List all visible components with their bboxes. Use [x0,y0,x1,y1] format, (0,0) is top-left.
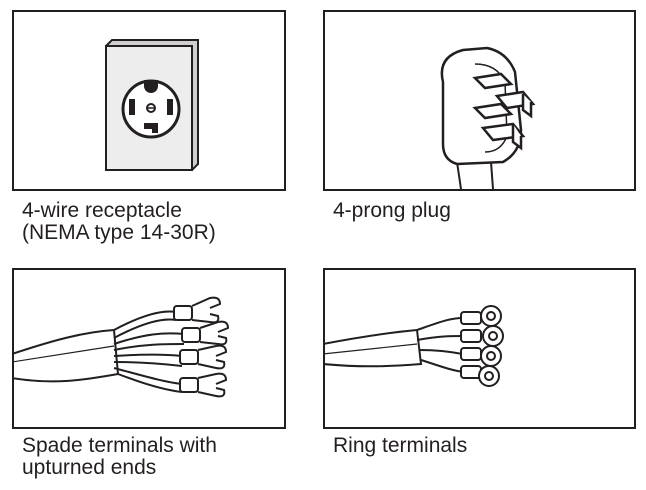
ring-panel [323,268,636,429]
caption-line: 4-prong plug [333,199,451,222]
receptacle-icon [105,39,199,171]
spade-terminals-icon [14,296,230,398]
receptacle-panel [12,10,286,191]
plug-caption: 4-prong plug [333,200,451,222]
ring-caption: Ring terminals [333,435,467,457]
plug-icon [440,46,536,189]
receptacle-caption: 4-wire receptacle (NEMA type 14-30R) [22,200,216,244]
plug-panel [323,10,636,191]
spade-caption: Spade terminals with upturned ends [22,435,217,479]
caption-line: Ring terminals [333,434,468,457]
spade-panel [12,268,286,429]
caption-line: Spade terminals with [22,434,217,457]
caption-line: upturned ends [22,456,157,479]
caption-line: (NEMA type 14-30R) [22,221,216,244]
ring-terminals-icon [325,305,504,387]
caption-line: 4-wire receptacle [22,199,182,222]
